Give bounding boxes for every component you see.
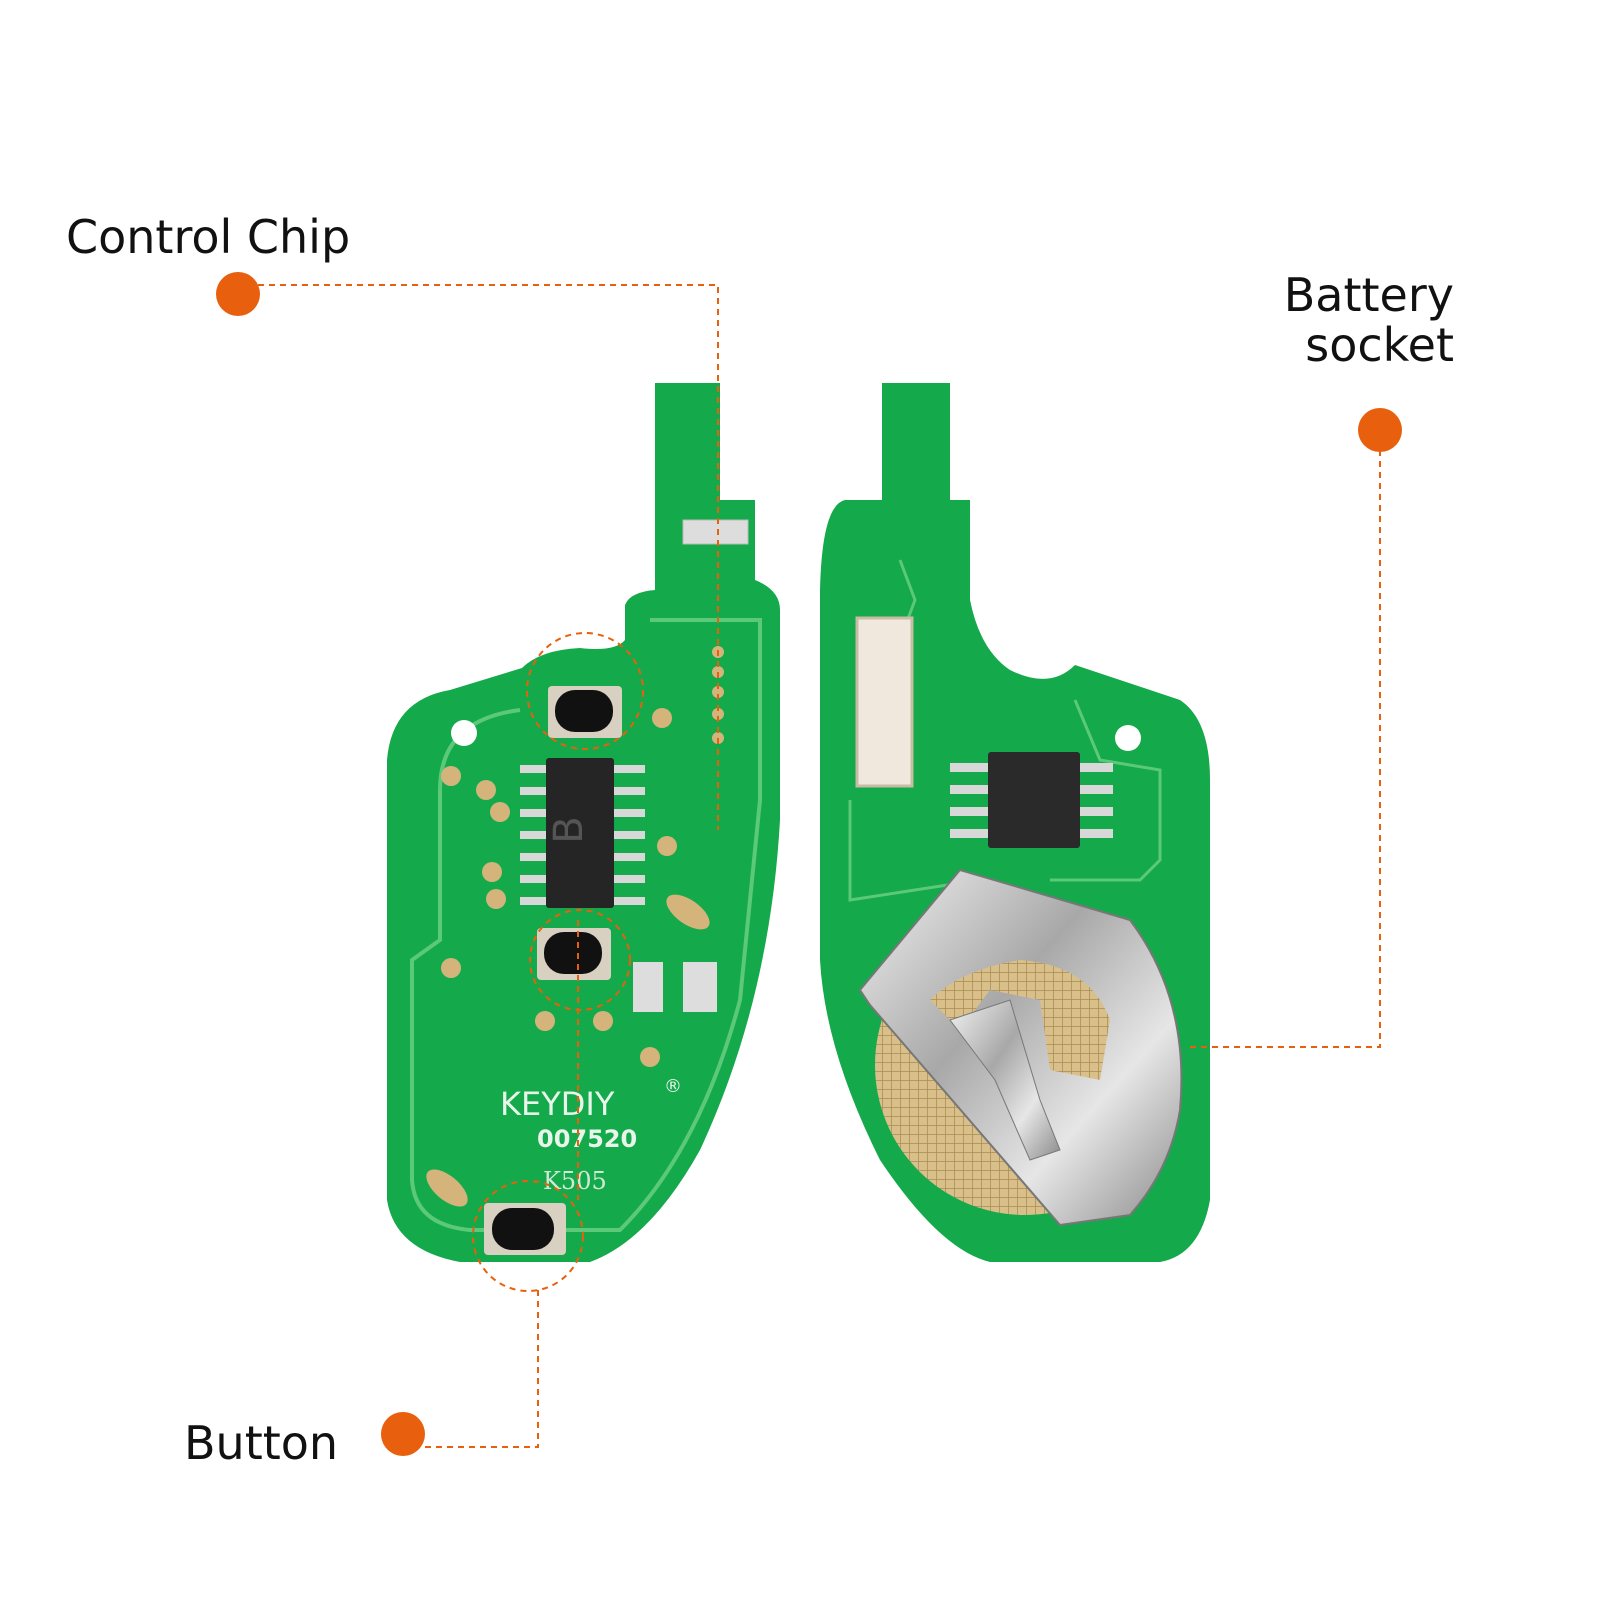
battery-socket-label-line1: Battery xyxy=(1283,268,1454,322)
battery-socket-label: Battery socket xyxy=(1284,270,1454,370)
battery-socket xyxy=(858,868,1183,1227)
button-dot xyxy=(381,1412,425,1456)
callout-dots xyxy=(216,272,1402,1456)
eeprom-chip xyxy=(988,752,1080,848)
serial-number: 007520 xyxy=(537,1125,637,1153)
button-label: Button xyxy=(184,1416,339,1470)
registered-mark: ® xyxy=(664,1076,682,1097)
control-chip-label: Control Chip xyxy=(66,210,351,264)
battery-socket-dot xyxy=(1358,408,1402,452)
brand-mark: KEYDIY xyxy=(500,1085,615,1123)
programming-connector xyxy=(855,616,914,788)
pads xyxy=(441,708,677,1067)
callout-lines xyxy=(258,284,1381,1448)
chip-mark: B xyxy=(546,816,592,843)
control-chip-dot xyxy=(216,272,260,316)
model-number: K505 xyxy=(543,1167,607,1195)
control-chip: B xyxy=(520,758,645,908)
tactile-buttons xyxy=(484,686,622,1255)
pcb-back xyxy=(820,383,1210,1262)
battery-socket-label-line2: socket xyxy=(1305,318,1454,372)
pcb-front: B KEYDIY ® 007520 K505 xyxy=(387,383,780,1262)
